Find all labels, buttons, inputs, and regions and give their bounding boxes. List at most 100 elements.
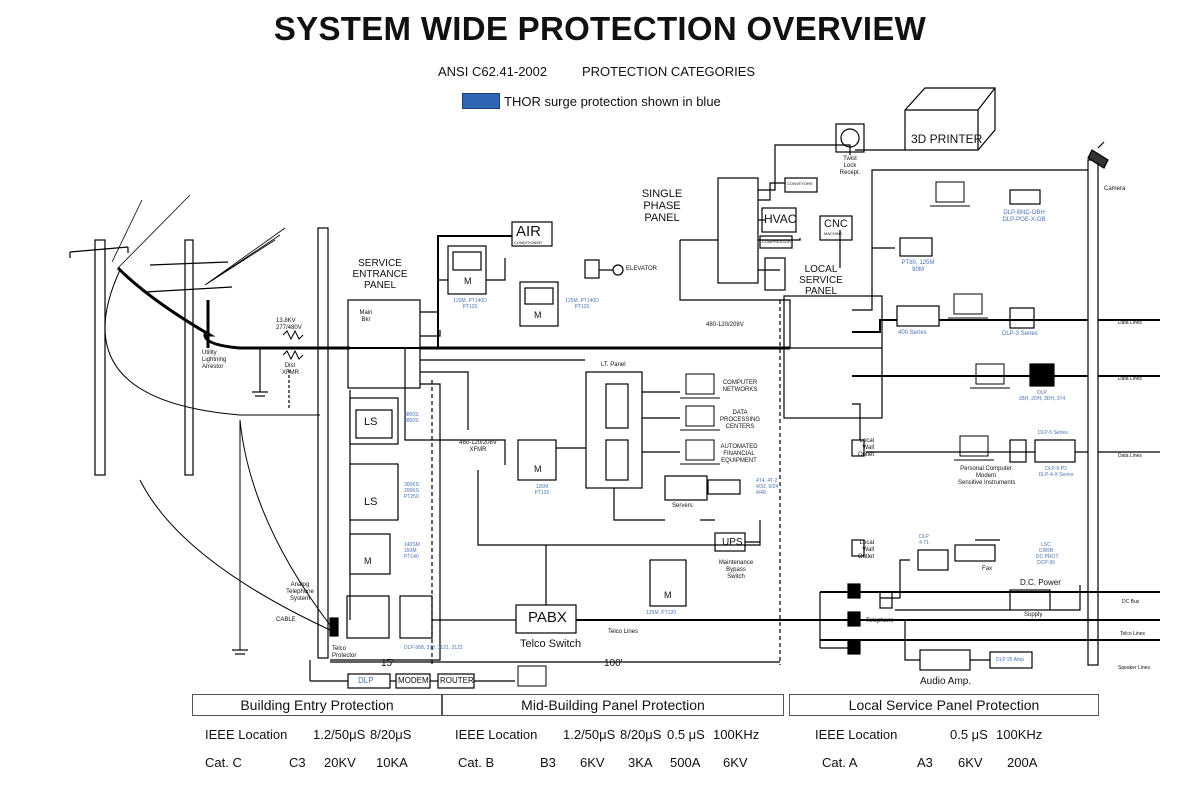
- ls1-label-line: 4800S: [404, 418, 419, 424]
- ls-label-1-line: LS: [364, 416, 378, 428]
- dc-bus-label-line: DC Bus: [1122, 599, 1140, 605]
- ls2-label-line: 200KS: [404, 488, 420, 494]
- m-label-2-line: M: [534, 310, 542, 320]
- page-title: SYSTEM WIDE PROTECTION OVERVIEW: [273, 10, 927, 47]
- wall-outlet-2: [851, 539, 865, 557]
- printer-label: 3D PRINTER: [911, 133, 982, 146]
- spec-row2-0-0: Cat. C: [205, 755, 242, 770]
- ups-m-label-line: 125M, PT120: [646, 610, 677, 616]
- cnc-sub-label-line: MACHINE: [824, 231, 843, 236]
- conveyors-label: CONVEYORS: [787, 181, 813, 186]
- pabx-label-line: PABX: [528, 609, 567, 626]
- twist-lock-label-line: Lock: [843, 163, 857, 169]
- hvac-label-line: HVAC: [764, 212, 797, 226]
- dlp-471-label-line: 4 71: [919, 540, 929, 546]
- maint-bypass-label-line: Maintenance: [718, 560, 754, 566]
- automated-financial-label-line: AUTOMATED: [720, 444, 758, 450]
- data-lines-3: Data Lines: [1118, 453, 1142, 459]
- dlp-471-device: [917, 549, 949, 571]
- m-mid-label-line: PT120: [534, 490, 550, 496]
- m-label-3-line: M: [364, 556, 372, 566]
- analog-phone-label-line: System: [289, 596, 310, 602]
- m-label-1-line: M: [464, 276, 472, 286]
- data-lines-1-line: Data Lines: [1118, 320, 1142, 326]
- spec-row2-2-1: A3: [917, 755, 933, 770]
- spec-row1-2-1: 0.5 μS: [950, 727, 988, 742]
- surge-device-ls1: [349, 397, 399, 445]
- dlp-1bh-device: [1029, 363, 1055, 387]
- telco-switch-label-line: Telco Switch: [520, 638, 582, 650]
- local-service-panel: [783, 295, 883, 419]
- dlp-series-mid-label-line: 4T4, 4T-2: [756, 478, 778, 484]
- utility-arrestor-label-line: Arrestor: [202, 364, 224, 370]
- air-label-line: AIR: [516, 223, 542, 240]
- xfmr-in-label-line: 277/480V: [276, 325, 302, 331]
- dc-prot-label-line: DC PROT: [1036, 554, 1059, 560]
- dc-bus-label: DC Bus: [1122, 599, 1139, 605]
- spec-row1-0-0: IEEE Location: [205, 727, 288, 742]
- pt80-label-line: 90M: [912, 267, 924, 273]
- local-service-label-line: PANEL: [804, 286, 838, 297]
- wall-outlet-1-label-line: Outlet: [857, 452, 874, 458]
- spec-row1-0-1: 1.2/50μS: [313, 727, 366, 742]
- cable-label: CABLE: [276, 617, 296, 624]
- air-label: AIR: [516, 224, 541, 240]
- dlp-row1-label-line: DLP-5 Series: [1038, 430, 1068, 436]
- speaker-lines-label: Speaker Lines: [1118, 665, 1150, 671]
- spec-row1-0-2: 8/20μS: [370, 727, 412, 742]
- dist-15-label: 15': [381, 658, 394, 669]
- service-entrance-label-line: ENTRANCE: [352, 269, 408, 280]
- xfmr-mid-label-line: 480-120/208V: [459, 440, 497, 446]
- m-left-label-line: 150M: [404, 548, 417, 554]
- m-top2-label-line: 125M, PT140D: [565, 298, 599, 304]
- fax-label-line: Fax: [982, 566, 993, 572]
- telco-lines-right-label: Telco Lines: [1120, 631, 1145, 637]
- spec-row1-1-4: 100KHz: [713, 727, 760, 742]
- elevator-label: ELEVATOR: [626, 266, 657, 273]
- data-lines-3-line: Data Lines: [1118, 453, 1142, 459]
- dlp-series-mid-label-line: 4/48: [756, 490, 766, 496]
- speaker-lines-label-line: Speaker Lines: [1118, 665, 1150, 671]
- dlp-1bh-label-line: DLP: [1037, 390, 1047, 396]
- lt-panel-label-line: LT. Panel: [601, 362, 626, 368]
- single-phase-label-line: PHASE: [643, 200, 681, 212]
- telco-lines-mid-label-line: Telco Lines: [608, 629, 639, 635]
- xfmr-480-label: 480-120/208V: [706, 322, 744, 329]
- spec-row2-2-0: Cat. A: [822, 755, 858, 770]
- wall-outlet-2-label-line: Local: [859, 540, 874, 546]
- modem-label: MODEM: [398, 676, 429, 685]
- automated-financial-label-line: FINANCIAL: [723, 451, 755, 457]
- single-phase-label-line: PANEL: [644, 212, 680, 224]
- m-label-2: M: [534, 310, 542, 320]
- series-400-label: 400 Series: [898, 330, 927, 337]
- hvac-box: [761, 207, 797, 233]
- spec-row2-0-1: C3: [289, 755, 306, 770]
- dlp-25-label: DLP 25 Amp: [996, 657, 1024, 663]
- air-conditioner-box: [511, 221, 553, 247]
- spec-row1-1-0: IEEE Location: [455, 727, 538, 742]
- telco-lines-right-label-line: Telco Lines: [1120, 631, 1146, 637]
- servers-label-line: Servers: [672, 503, 693, 509]
- xfmr-13-8kv: [282, 329, 304, 410]
- cnc-label: CNC: [824, 218, 848, 230]
- dlp-bottom-label: DLP-368, 378, 3121, 3122: [404, 645, 463, 651]
- wall-outlet-3: [879, 591, 893, 609]
- telco-switch-label: Telco Switch: [520, 638, 581, 650]
- hvac-label: HVAC: [764, 213, 796, 226]
- pabx-label: PABX: [528, 610, 567, 626]
- dlp-row2-label-line: DLP-5 P2: [1045, 466, 1067, 472]
- xfmr-480-label-line: 480-120/208V: [706, 322, 744, 328]
- spec-row2-2-2: 6KV: [958, 755, 983, 770]
